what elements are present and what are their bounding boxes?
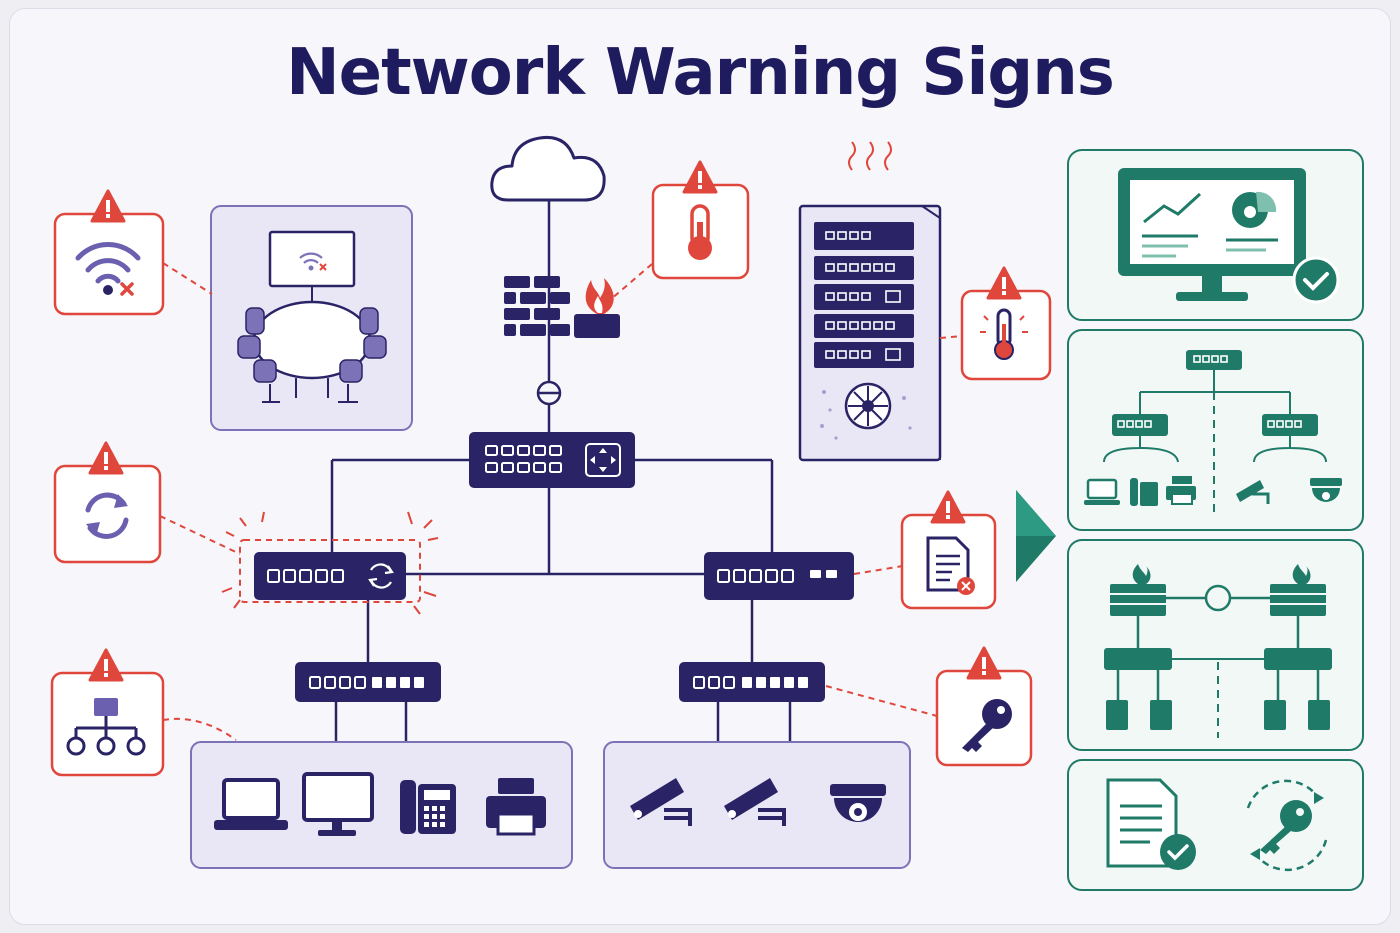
router-arrows-icon: [590, 448, 616, 472]
redundant-firewalls-panel[interactable]: [1067, 539, 1364, 751]
document-check-icon: [1106, 778, 1196, 870]
monitor-icon[interactable]: [302, 772, 374, 836]
distribution-switch-left[interactable]: [221, 511, 439, 615]
access-switch-left[interactable]: [295, 662, 441, 702]
dome-camera-icon[interactable]: [830, 784, 886, 822]
warning-connectors: [159, 262, 963, 741]
monitoring-dashboard-panel[interactable]: [1067, 149, 1364, 321]
cctv-camera-icon[interactable]: [630, 778, 692, 826]
printer-icon[interactable]: [486, 778, 546, 836]
heat-wave-icon: [848, 141, 856, 171]
access-switch-right[interactable]: [679, 662, 825, 702]
thermometer-icon: [980, 308, 1028, 360]
topology-warning-callout[interactable]: [50, 648, 165, 777]
refresh-icon: [368, 563, 394, 589]
security-devices-panel: [603, 741, 911, 869]
network-tree-icon: [1084, 350, 1342, 518]
office-devices-panel: [190, 741, 573, 869]
core-switch[interactable]: [469, 432, 635, 488]
rack-fan-icon: [844, 382, 892, 430]
conference-room-panel: [210, 205, 413, 431]
rack-heat-warning-callout[interactable]: [960, 266, 1052, 381]
distribution-switch-right[interactable]: [704, 552, 854, 600]
link-ring-icon: [536, 380, 562, 406]
chair-icons: [237, 307, 387, 383]
transition-arrow-icon: [1016, 490, 1056, 582]
server-rack[interactable]: [798, 141, 942, 462]
hierarchy-icon: [66, 698, 146, 756]
key-rotation-icon: [1246, 779, 1328, 872]
laptop-icon[interactable]: [214, 778, 288, 830]
key-icon: [962, 699, 1012, 752]
reboot-loop-warning-callout[interactable]: [53, 441, 162, 564]
monitor-chart-check-icon: [1118, 168, 1340, 304]
firewall-icon[interactable]: [504, 276, 620, 338]
diagram-title: Network Warning Signs: [286, 36, 1115, 110]
wall-display-icon: [268, 230, 356, 306]
log-error-warning-callout[interactable]: [900, 490, 997, 610]
wifi-x-icon: [75, 242, 141, 284]
wifi-warning-callout[interactable]: [53, 189, 165, 316]
desk-phone-icon[interactable]: [400, 780, 456, 834]
cloud-icon: [490, 135, 606, 202]
document-x-icon: [926, 536, 975, 595]
cctv-camera-icon[interactable]: [724, 778, 786, 826]
network-links: [330, 200, 792, 742]
alert-spark-lines: [221, 511, 439, 615]
segmented-network-panel[interactable]: [1067, 329, 1364, 531]
firewall-heat-warning-callout[interactable]: [651, 160, 750, 280]
firewall-redundancy-icon: [1104, 564, 1332, 738]
thermometer-icon: [688, 204, 712, 260]
documentation-key-rotation-panel[interactable]: [1067, 759, 1364, 891]
credential-warning-callout[interactable]: [935, 646, 1033, 767]
